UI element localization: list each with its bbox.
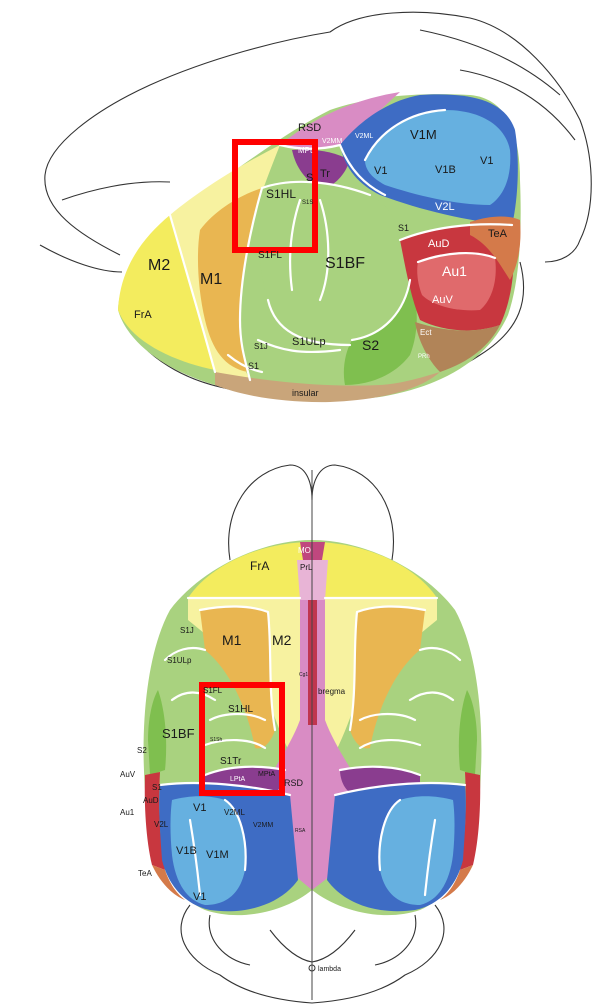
label-au1-dorsal: Au1 bbox=[120, 808, 135, 817]
label-m1-lat: M1 bbox=[200, 271, 222, 288]
region-fra-dorsal-r bbox=[312, 542, 437, 598]
label-s2-lat: S2 bbox=[362, 337, 379, 353]
label-auv-dorsal: AuV bbox=[120, 770, 136, 779]
label-bregma-dorsal: bregma bbox=[318, 687, 346, 696]
label-lpta-dorsal: LPtA bbox=[230, 776, 246, 783]
label-s1-dorsal: S1 bbox=[152, 783, 162, 792]
label-s1sh-lat: S1S bbox=[302, 200, 313, 206]
label-mo-dorsal: MO bbox=[298, 546, 311, 555]
label-fra-lat: FrA bbox=[134, 309, 152, 321]
label-v2l-dorsal: V2L bbox=[154, 820, 169, 829]
label-s1sh-dorsal: S1Sh bbox=[210, 737, 222, 743]
label-v2l-lat: V2L bbox=[435, 201, 455, 213]
lateral-view: RSD V2MM V2ML V1M MPt S Tr V1 V1B V1 S1H… bbox=[40, 12, 591, 402]
label-v1b-lat: V1B bbox=[435, 164, 456, 176]
label-auv-lat: AuV bbox=[432, 294, 453, 306]
label-s2-dorsal: S2 bbox=[137, 746, 147, 755]
label-s1-top-lat: S1 bbox=[398, 223, 409, 233]
label-v1m-dorsal: V1M bbox=[206, 849, 229, 861]
label-tea-lat: TeA bbox=[488, 228, 508, 240]
label-v1-right-lat: V1 bbox=[480, 155, 493, 167]
label-s1ulp-dorsal: S1ULp bbox=[167, 656, 192, 665]
label-rsd-dorsal: RSD bbox=[284, 778, 304, 788]
label-v1-left-lat: V1 bbox=[374, 165, 387, 177]
label-mpta-lat: MPt bbox=[298, 146, 313, 155]
label-aud-lat: AuD bbox=[428, 238, 449, 250]
label-v1-bottom-dorsal: V1 bbox=[193, 891, 206, 903]
label-prl-dorsal: PrL bbox=[300, 563, 313, 572]
label-s1fl-lat: S1FL bbox=[258, 250, 282, 261]
label-m2-lat: M2 bbox=[148, 257, 170, 274]
label-fra-dorsal: FrA bbox=[250, 559, 269, 573]
lateral-brainstem-line bbox=[40, 245, 122, 272]
label-s1ulp-lat: S1ULp bbox=[292, 336, 326, 348]
label-s1j-dorsal: S1J bbox=[180, 626, 194, 635]
label-v1b-dorsal: V1B bbox=[176, 845, 197, 857]
label-s1fl-dorsal: S1FL bbox=[203, 686, 223, 695]
label-m1-dorsal: M1 bbox=[222, 632, 242, 648]
label-v2ml-lat: V2ML bbox=[355, 133, 373, 140]
label-lambda-dorsal: lambda bbox=[318, 966, 341, 973]
dorsal-view: MO PrL FrA M1 M2 S1J S1ULp S1FL Cg1 breg… bbox=[120, 465, 481, 1003]
label-s1tr-s-lat: S bbox=[306, 172, 313, 184]
label-rsa-dorsal: RSA bbox=[295, 828, 306, 834]
label-s1bf-lat: S1BF bbox=[325, 255, 365, 272]
label-cg1-dorsal: Cg1 bbox=[299, 672, 308, 678]
label-s1-bottom-lat: S1 bbox=[248, 361, 259, 371]
label-tea-dorsal: TeA bbox=[138, 869, 152, 878]
label-v1-top-dorsal: V1 bbox=[193, 802, 206, 814]
label-s1bf-dorsal: S1BF bbox=[162, 726, 195, 741]
label-aud-dorsal: AuD bbox=[143, 796, 159, 805]
label-v2ml-dorsal: V2ML bbox=[224, 808, 245, 817]
label-s1hl-lat: S1HL bbox=[266, 187, 296, 201]
label-s1tr-dorsal: S1Tr bbox=[220, 756, 242, 767]
label-mpta-dorsal: MPtA bbox=[258, 771, 275, 778]
label-v1m-lat: V1M bbox=[410, 127, 437, 142]
label-rsd-lat: RSD bbox=[298, 122, 321, 134]
label-s1tr-lat: Tr bbox=[320, 168, 330, 180]
label-v2mm-dorsal: V2MM bbox=[253, 822, 273, 829]
label-m2-dorsal: M2 bbox=[272, 632, 292, 648]
label-ect-lat: Ect bbox=[420, 328, 432, 337]
label-s1hl-dorsal: S1HL bbox=[228, 704, 253, 715]
label-prh-lat: PRh bbox=[418, 354, 430, 360]
label-s1j-lat: S1J bbox=[254, 342, 268, 351]
label-insular-lat: insular bbox=[292, 388, 319, 398]
label-v2mm-lat: V2MM bbox=[322, 138, 342, 145]
label-au1-lat: Au1 bbox=[442, 263, 467, 279]
lateral-olfactory-line bbox=[62, 182, 170, 200]
